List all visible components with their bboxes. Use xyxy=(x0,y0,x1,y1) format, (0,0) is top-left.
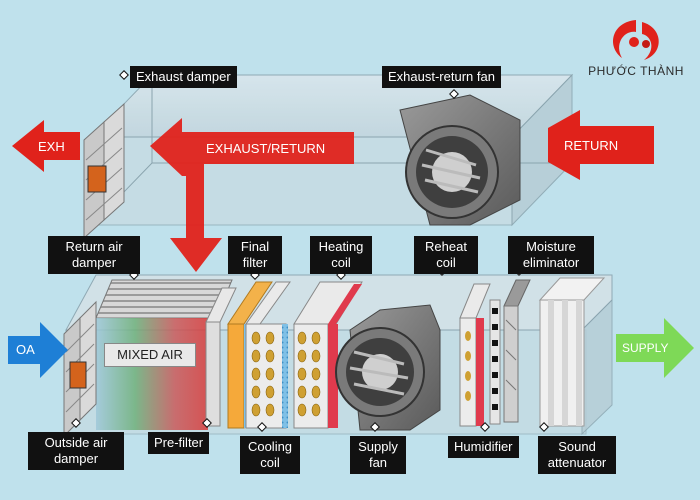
exhaust-return-label: EXHAUST/RETURN xyxy=(206,141,326,156)
moisture-eliminator-label: Moisture eliminator xyxy=(508,236,594,274)
oa-arrow xyxy=(8,322,68,378)
mixed-air-label: MIXED AIR xyxy=(104,343,196,367)
brand-name: PHƯỚC THÀNH xyxy=(588,64,684,78)
reheat-coil-label: Reheat coil xyxy=(414,236,478,274)
heating-coil xyxy=(293,281,363,429)
humidifier-label: Humidifier xyxy=(448,436,519,458)
upper-duct xyxy=(90,73,574,227)
humidifier xyxy=(489,299,501,425)
exh-label: EXH xyxy=(38,139,65,154)
oa-label: OA xyxy=(16,342,35,357)
exhaust-return-arrow xyxy=(150,118,354,272)
mixing-section xyxy=(96,318,208,430)
return-label: RETURN xyxy=(564,138,619,153)
exh-arrow xyxy=(12,120,80,172)
exhaust-damper-label: Exhaust damper xyxy=(130,66,237,88)
outside-air-damper xyxy=(63,300,97,438)
return-air-damper-label: Return air damper xyxy=(48,236,140,274)
reheat-coil xyxy=(459,283,491,427)
exhaust-return-fan xyxy=(399,94,521,226)
supply-label: SUPPLY xyxy=(622,341,669,355)
supply-fan-label: Supply fan xyxy=(350,436,406,474)
heating-coil-label: Heating coil xyxy=(310,236,372,274)
cooling-coil xyxy=(245,281,291,429)
exhaust-return-fan-label: Exhaust-return fan xyxy=(382,66,501,88)
sound-attenuator xyxy=(538,277,606,427)
supply-fan xyxy=(335,304,441,431)
final-filter-label: Final filter xyxy=(228,236,282,274)
brand-logo xyxy=(613,20,659,60)
sound-attenuator-label: Sound attenuator xyxy=(538,436,616,474)
pre-filter-label: Pre-filter xyxy=(148,432,210,454)
outside-air-damper-label: Outside air damper xyxy=(28,432,124,470)
supply-arrow xyxy=(616,318,694,378)
return-arrow xyxy=(548,110,654,180)
pre-filter xyxy=(205,287,237,427)
moisture-eliminator xyxy=(503,279,531,423)
exhaust-damper xyxy=(83,102,125,240)
cooling-coil-label: Cooling coil xyxy=(240,436,300,474)
